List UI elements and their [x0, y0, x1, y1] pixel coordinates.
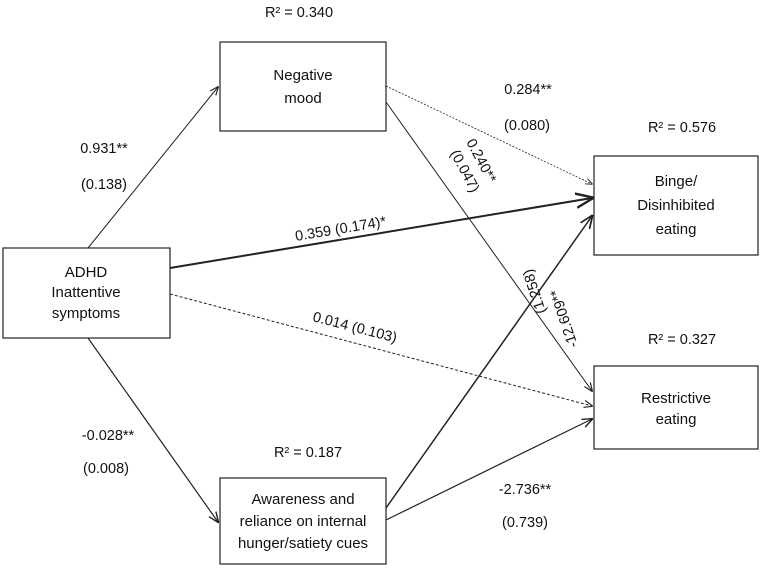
coef-awareness-binge: -12.609** — [548, 287, 582, 350]
arrow-awareness-to-binge — [385, 216, 592, 509]
se-mood-binge: (0.080) — [504, 118, 550, 134]
coef-adhd-mood: 0.931** — [80, 141, 128, 157]
coef-mood-binge: 0.284** — [504, 82, 552, 98]
svg-text:Awareness and: Awareness and — [251, 491, 354, 508]
se-awareness-restrictive: (0.739) — [502, 515, 548, 531]
r2-negative-mood: R² = 0.340 — [265, 5, 333, 21]
node-adhd: ADHD Inattentive symptoms — [2, 247, 171, 339]
se-awareness-binge: (1.258) — [520, 267, 549, 316]
arrow-adhd-to-mood — [87, 87, 218, 249]
coef-adhd-awareness: -0.028** — [82, 428, 135, 444]
svg-text:Negative: Negative — [273, 67, 332, 84]
svg-text:hunger/satiety cues: hunger/satiety cues — [238, 535, 368, 552]
svg-text:Inattentive: Inattentive — [51, 284, 120, 301]
coef-awareness-restrictive: -2.736** — [499, 482, 552, 498]
svg-text:symptoms: symptoms — [52, 305, 120, 322]
arrow-mood-to-restrictive — [385, 101, 592, 391]
svg-text:Disinhibited: Disinhibited — [637, 197, 715, 214]
se-adhd-mood: (0.138) — [81, 177, 127, 193]
svg-text:eating: eating — [656, 411, 697, 428]
r2-awareness: R² = 0.187 — [274, 445, 342, 461]
arrow-adhd-to-awareness — [87, 337, 218, 522]
svg-text:Restrictive: Restrictive — [641, 390, 711, 407]
arrow-awareness-to-restrictive — [385, 419, 592, 521]
node-binge-eating: Binge/ Disinhibited eating — [593, 155, 759, 256]
se-adhd-awareness: (0.008) — [83, 461, 129, 477]
svg-text:mood: mood — [284, 90, 322, 107]
arrow-mood-to-binge — [385, 85, 592, 184]
arrow-adhd-to-restrictive — [169, 293, 592, 406]
node-restrictive-eating: Restrictive eating — [593, 365, 759, 450]
arrow-adhd-to-binge — [169, 198, 592, 269]
svg-text:reliance on internal: reliance on internal — [240, 513, 367, 530]
svg-text:eating: eating — [656, 221, 697, 238]
svg-text:ADHD: ADHD — [65, 264, 108, 281]
svg-text:Binge/: Binge/ — [655, 173, 698, 190]
coef-adhd-restrictive: 0.014 (0.103) — [311, 309, 399, 346]
r2-restrictive-eating: R² = 0.327 — [648, 332, 716, 348]
node-awareness: Awareness and reliance on internal hunge… — [219, 477, 387, 565]
r2-binge-eating: R² = 0.576 — [648, 120, 716, 136]
node-negative-mood: Negative mood — [219, 41, 387, 132]
